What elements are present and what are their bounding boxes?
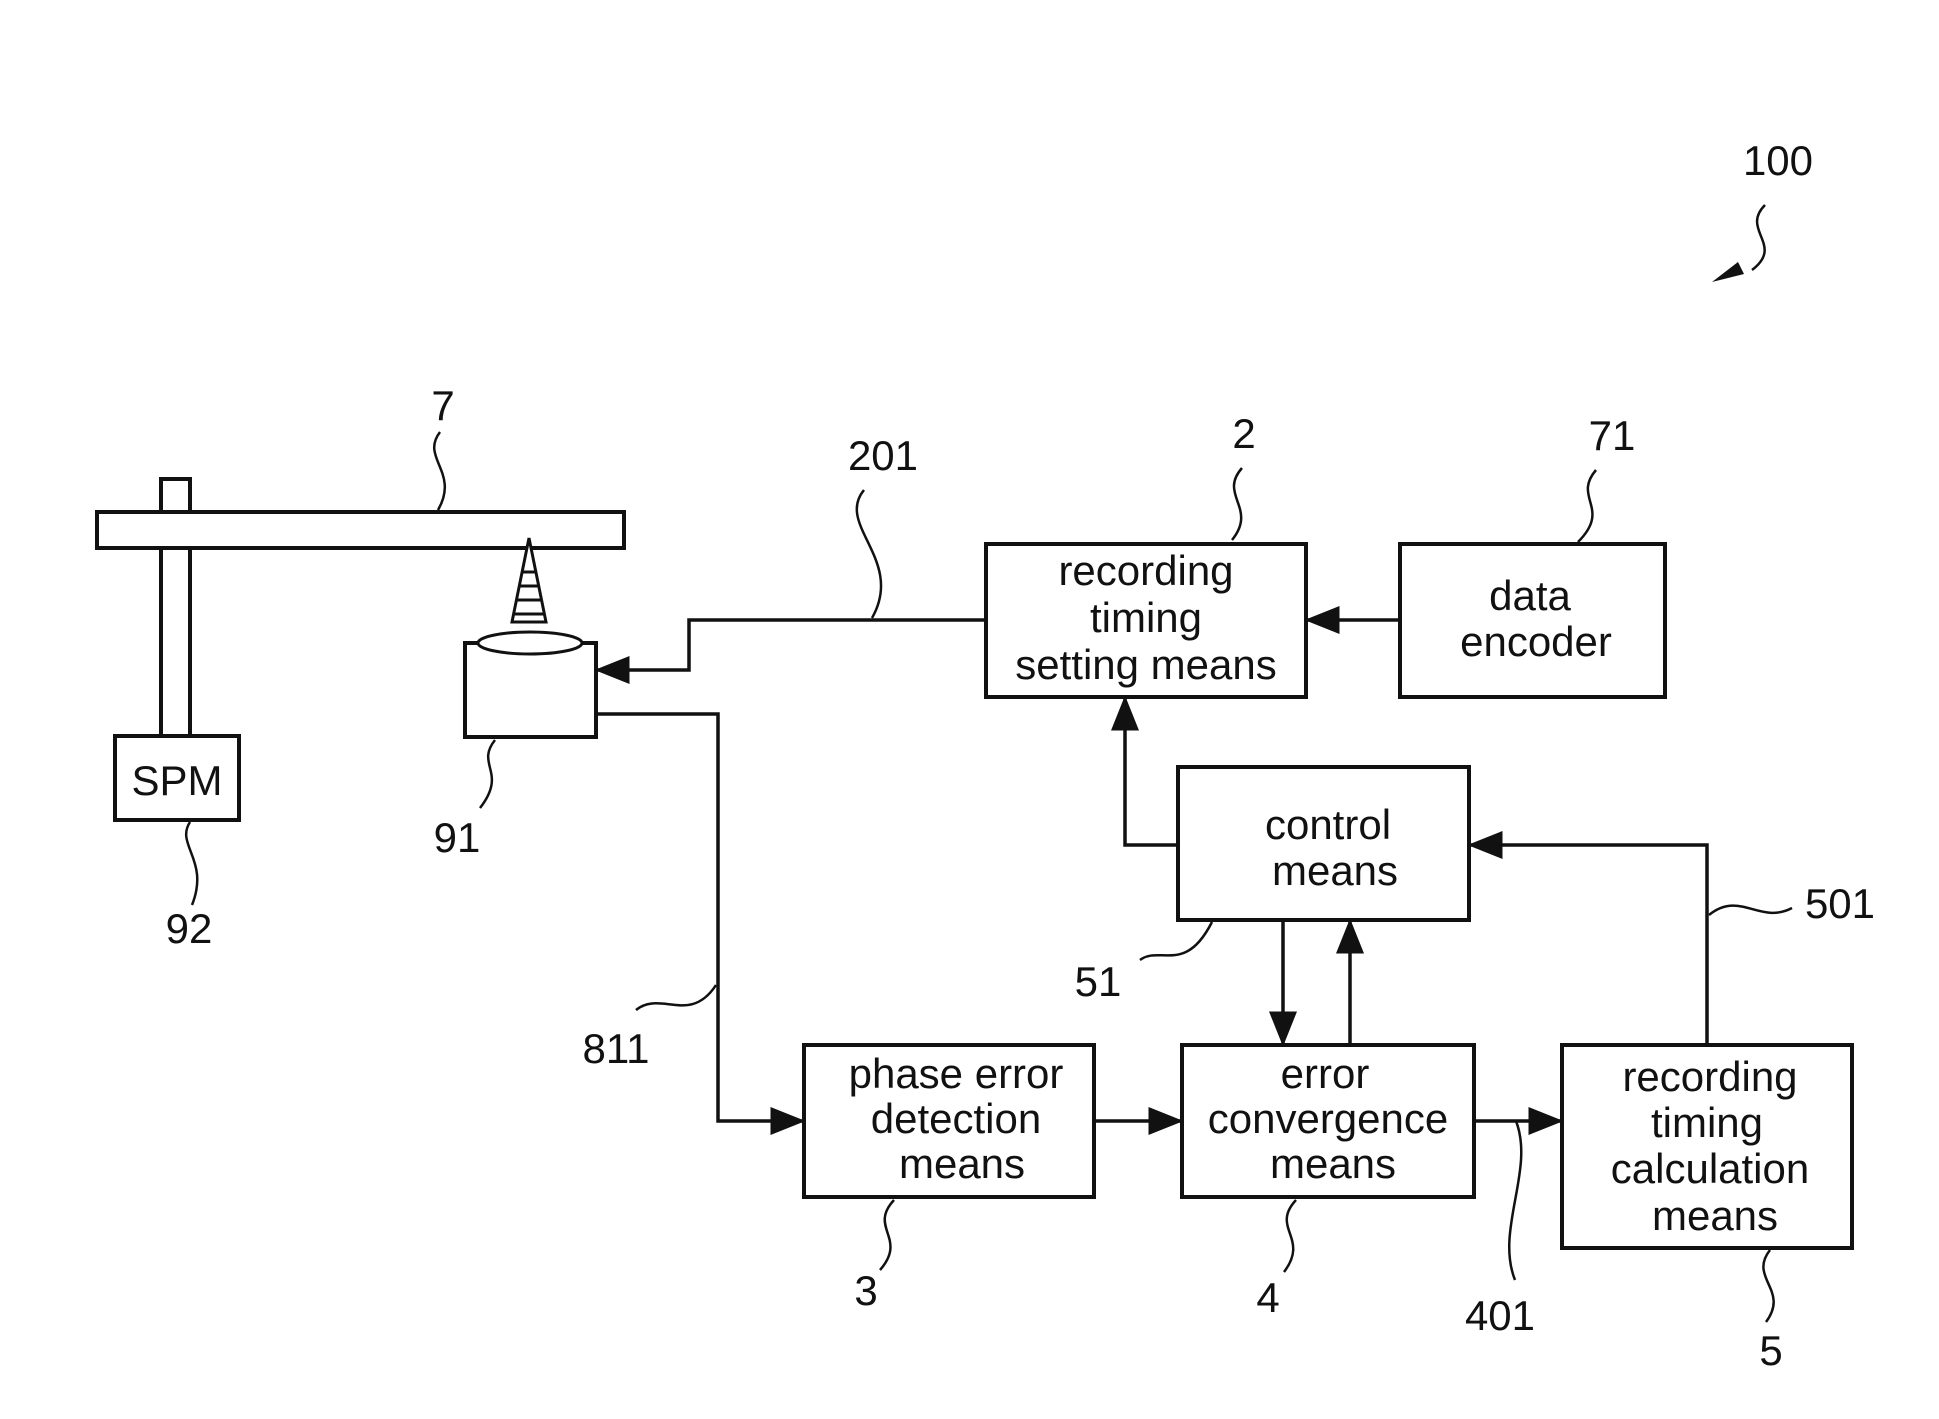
data-encoder-line2: encoder <box>1460 618 1612 665</box>
signal-501-wire <box>1471 845 1707 1045</box>
recording-timing-calculation-line4: means <box>1652 1192 1778 1239</box>
recording-timing-calculation-line3: calculation <box>1611 1145 1809 1192</box>
ref-7-leader <box>434 432 445 510</box>
ref-91-leader <box>480 740 495 808</box>
spindle-shaft <box>161 548 190 736</box>
error-convergence-line1: error <box>1281 1050 1370 1097</box>
ref-501-leader <box>1709 906 1792 915</box>
recording-timing-setting-line3: setting means <box>1015 641 1276 688</box>
ref-91: 91 <box>434 814 481 861</box>
ref-811: 811 <box>583 1025 650 1072</box>
ref-100: 100 <box>1743 137 1813 184</box>
phase-error-detection-line1: phase error <box>849 1050 1064 1097</box>
ref-501: 501 <box>1805 880 1875 927</box>
signal-201-wire <box>598 620 986 670</box>
ref-5-leader <box>1763 1250 1773 1322</box>
ref-92: 92 <box>166 905 213 952</box>
data-encoder-line1: data <box>1489 572 1571 619</box>
ref-3-leader <box>880 1200 894 1270</box>
error-convergence-line2: convergence <box>1208 1095 1449 1142</box>
phase-error-detection-line2: detection <box>871 1095 1041 1142</box>
ref-4: 4 <box>1256 1274 1279 1321</box>
ref-811-leader <box>636 985 716 1010</box>
control-line1: control <box>1265 801 1391 848</box>
ref-201-leader <box>857 490 881 618</box>
recording-timing-calculation-line2: timing <box>1651 1099 1763 1146</box>
ref-100-leader <box>1752 205 1765 270</box>
ref-4-leader <box>1284 1200 1296 1272</box>
ref-201: 201 <box>848 432 918 479</box>
ref-51: 51 <box>1075 958 1122 1005</box>
recording-timing-setting-line1: recording <box>1058 547 1233 594</box>
phase-error-detection-line3: means <box>899 1140 1025 1187</box>
disc <box>97 512 624 548</box>
ref-5: 5 <box>1759 1327 1782 1374</box>
ref-7: 7 <box>431 382 454 429</box>
objective-lens <box>478 632 582 654</box>
ref-2-leader <box>1232 468 1242 540</box>
laser-beam <box>512 538 546 622</box>
ref-51-leader <box>1140 922 1212 960</box>
optical-head <box>465 643 596 737</box>
ref-71: 71 <box>1589 412 1636 459</box>
ref-2: 2 <box>1232 410 1255 457</box>
ref-401: 401 <box>1465 1292 1535 1339</box>
error-convergence-line3: means <box>1270 1140 1396 1187</box>
recording-timing-calculation-line1: recording <box>1622 1053 1797 1100</box>
ref-100-arrowhead <box>1712 262 1744 282</box>
recording-timing-setting-line2: timing <box>1090 594 1202 641</box>
ref-401-leader <box>1509 1121 1521 1280</box>
ref-3: 3 <box>854 1267 877 1314</box>
spm-label: SPM <box>131 757 222 804</box>
control-line2: means <box>1272 847 1398 894</box>
control-to-setting-wire <box>1125 699 1178 845</box>
ref-92-leader <box>186 822 197 905</box>
ref-71-leader <box>1578 470 1596 542</box>
spindle-top <box>161 479 190 512</box>
